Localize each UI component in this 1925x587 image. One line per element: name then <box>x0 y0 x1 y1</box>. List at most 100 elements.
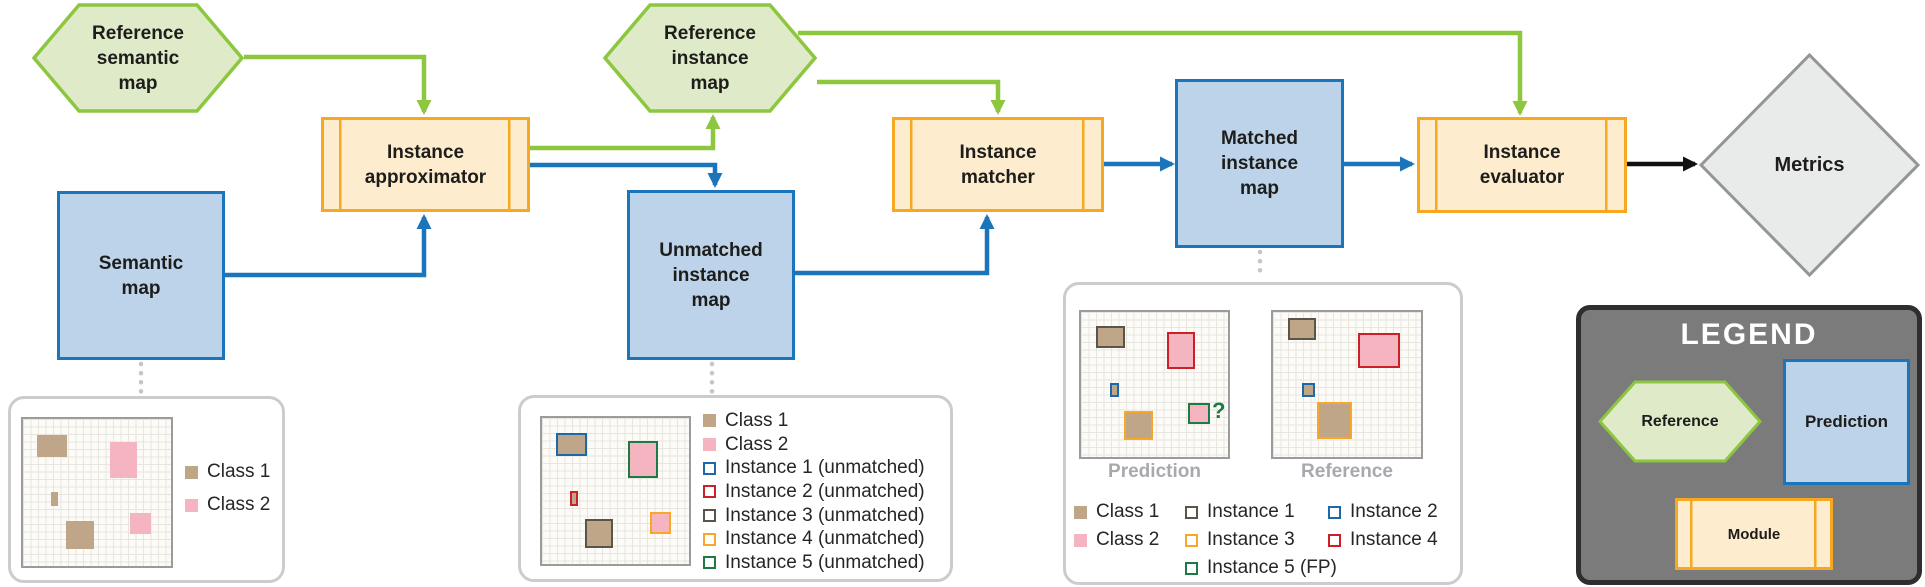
ref-instance2-region <box>1302 383 1315 397</box>
semantic-map-grid <box>21 417 173 568</box>
class1-region <box>66 521 94 549</box>
legend-reference-label: Reference <box>1641 412 1719 430</box>
legend-label: Instance 5 (unmatched) <box>725 551 925 573</box>
pred-instance4-region <box>1167 332 1195 369</box>
instance1-swatch <box>1185 505 1198 519</box>
legend-item: Instance 5 (FP) <box>1185 554 1337 582</box>
legend-label: Class 2 <box>725 433 789 455</box>
legend-label: Instance 2 <box>1350 501 1438 522</box>
instance5-swatch <box>703 556 716 570</box>
semantic-panel-legend: Class 1 Class 2 <box>185 461 270 516</box>
semantic-map-box <box>57 191 225 360</box>
class2-swatch <box>1074 533 1087 547</box>
instance3-swatch <box>1185 533 1198 547</box>
reference-grid-caption: Reference <box>1301 461 1393 482</box>
legend-prediction-box <box>1783 359 1910 485</box>
legend-module-label: Module <box>1727 525 1781 543</box>
legend-label: Instance 3 (unmatched) <box>725 504 925 526</box>
prediction-grid <box>1079 310 1230 459</box>
legend-item: Instance 3 (unmatched) <box>703 504 925 528</box>
ref-instance-map-hexagon <box>603 3 817 113</box>
legend-item: Class 2 <box>185 494 270 516</box>
legend-item: Class 1 <box>703 409 925 433</box>
class2-swatch <box>703 438 716 452</box>
matched-instance-detail-panel: ? Prediction Reference Class 1 Class 2 I… <box>1063 282 1463 585</box>
instance-matcher-label: Instance matcher <box>959 141 1037 188</box>
class1-swatch <box>185 465 198 479</box>
legend-module-box <box>1675 498 1833 570</box>
unmatched-instance-map-box <box>627 190 795 360</box>
ref-instance3-region <box>1317 402 1352 439</box>
instance2-region <box>570 491 578 506</box>
arrow-unmatched-to-matcher <box>795 214 995 276</box>
legend-label: Instance 5 (FP) <box>1207 557 1337 578</box>
pred-instance1-region <box>1096 326 1125 348</box>
legend-item: Class 1 <box>185 461 270 483</box>
metrics-label: Metrics <box>1774 153 1845 176</box>
instance5-swatch <box>1185 561 1198 575</box>
matched-panel-legend-col2: Instance 1 Instance 3 Instance 5 (FP) <box>1185 498 1337 582</box>
legend-item: Instance 1 <box>1185 498 1337 526</box>
legend-reference-hexagon <box>1598 380 1762 463</box>
instance-evaluator-module <box>1417 117 1627 213</box>
legend-label: Instance 3 <box>1207 529 1295 550</box>
semantic-map-label: Semantic map <box>98 252 184 299</box>
arrow-semantic-to-approximator <box>225 214 432 278</box>
ref-semantic-map-hexagon <box>32 3 244 113</box>
legend-label: Class 2 <box>207 494 271 515</box>
unmatched-instance-detail-panel: Class 1 Class 2 Instance 1 (unmatched) I… <box>518 395 953 582</box>
matched-instance-map-label: Matched instance map <box>1220 128 1299 199</box>
instance5-region <box>628 441 658 478</box>
unmatched-panel-legend: Class 1 Class 2 Instance 1 (unmatched) I… <box>703 409 925 575</box>
ref-semantic-map-label: Reference semantic map <box>92 22 184 94</box>
legend-item: Instance 2 (unmatched) <box>703 480 925 504</box>
prediction-grid-caption: Prediction <box>1108 461 1201 482</box>
instance1-region <box>556 433 587 456</box>
ref-instance4-region <box>1358 333 1400 368</box>
pred-instance2-region <box>1110 383 1119 397</box>
legend-title: LEGEND <box>1680 318 1818 351</box>
instance3-region <box>585 519 613 548</box>
class1-swatch <box>703 414 716 428</box>
pred-instance5-region <box>1188 403 1210 424</box>
unmatched-instance-map-label: Unmatched instance map <box>659 239 763 311</box>
instance-approximator-module <box>321 117 530 212</box>
legend-label: Instance 1 <box>1207 501 1295 522</box>
legend-item: Class 2 <box>1074 526 1159 554</box>
legend-label: Instance 4 <box>1350 529 1438 550</box>
ref-instance1-region <box>1288 318 1316 340</box>
arrow-approximator-to-ref-instance <box>530 114 721 151</box>
ref-instance-map-label: Reference instance map <box>664 22 756 94</box>
legend-label: Instance 4 (unmatched) <box>725 528 925 550</box>
semantic-map-detail-panel: Class 1 Class 2 <box>8 396 285 583</box>
legend-label: Class 1 <box>725 409 789 431</box>
legend-item: Instance 1 (unmatched) <box>703 456 925 480</box>
class2-swatch <box>185 498 198 512</box>
matched-panel-legend-col1: Class 1 Class 2 <box>1074 498 1159 554</box>
legend-item: Class 2 <box>703 433 925 457</box>
legend-item: Instance 4 <box>1328 526 1438 554</box>
matched-instance-map-box <box>1175 79 1344 248</box>
arrow-approximator-to-unmatched <box>530 162 723 188</box>
legend-box: LEGEND Reference Prediction Module <box>1576 305 1922 585</box>
class2-region <box>130 513 151 534</box>
class1-region <box>37 435 67 457</box>
legend-label: Class 2 <box>1096 529 1160 550</box>
unmatched-instance-grid <box>540 416 691 566</box>
pred-instance3-region <box>1124 411 1153 440</box>
legend-item: Instance 5 (unmatched) <box>703 551 925 575</box>
class1-region <box>51 492 58 506</box>
instance1-swatch <box>703 461 716 475</box>
legend-prediction-label: Prediction <box>1804 412 1889 431</box>
instance-matcher-module <box>892 117 1104 212</box>
arrow-ref-instance-to-evaluator <box>798 30 1528 116</box>
legend-label: Class 1 <box>1096 501 1160 522</box>
arrow-ref-instance-to-matcher <box>817 79 1006 115</box>
instance2-swatch <box>703 485 716 499</box>
instance-approximator-label: Instance approximator <box>364 141 487 188</box>
false-positive-question-mark: ? <box>1212 398 1226 423</box>
instance-evaluator-label: Instance evaluator <box>1479 142 1565 188</box>
class2-region <box>110 442 137 478</box>
instance4-swatch <box>1328 533 1341 547</box>
